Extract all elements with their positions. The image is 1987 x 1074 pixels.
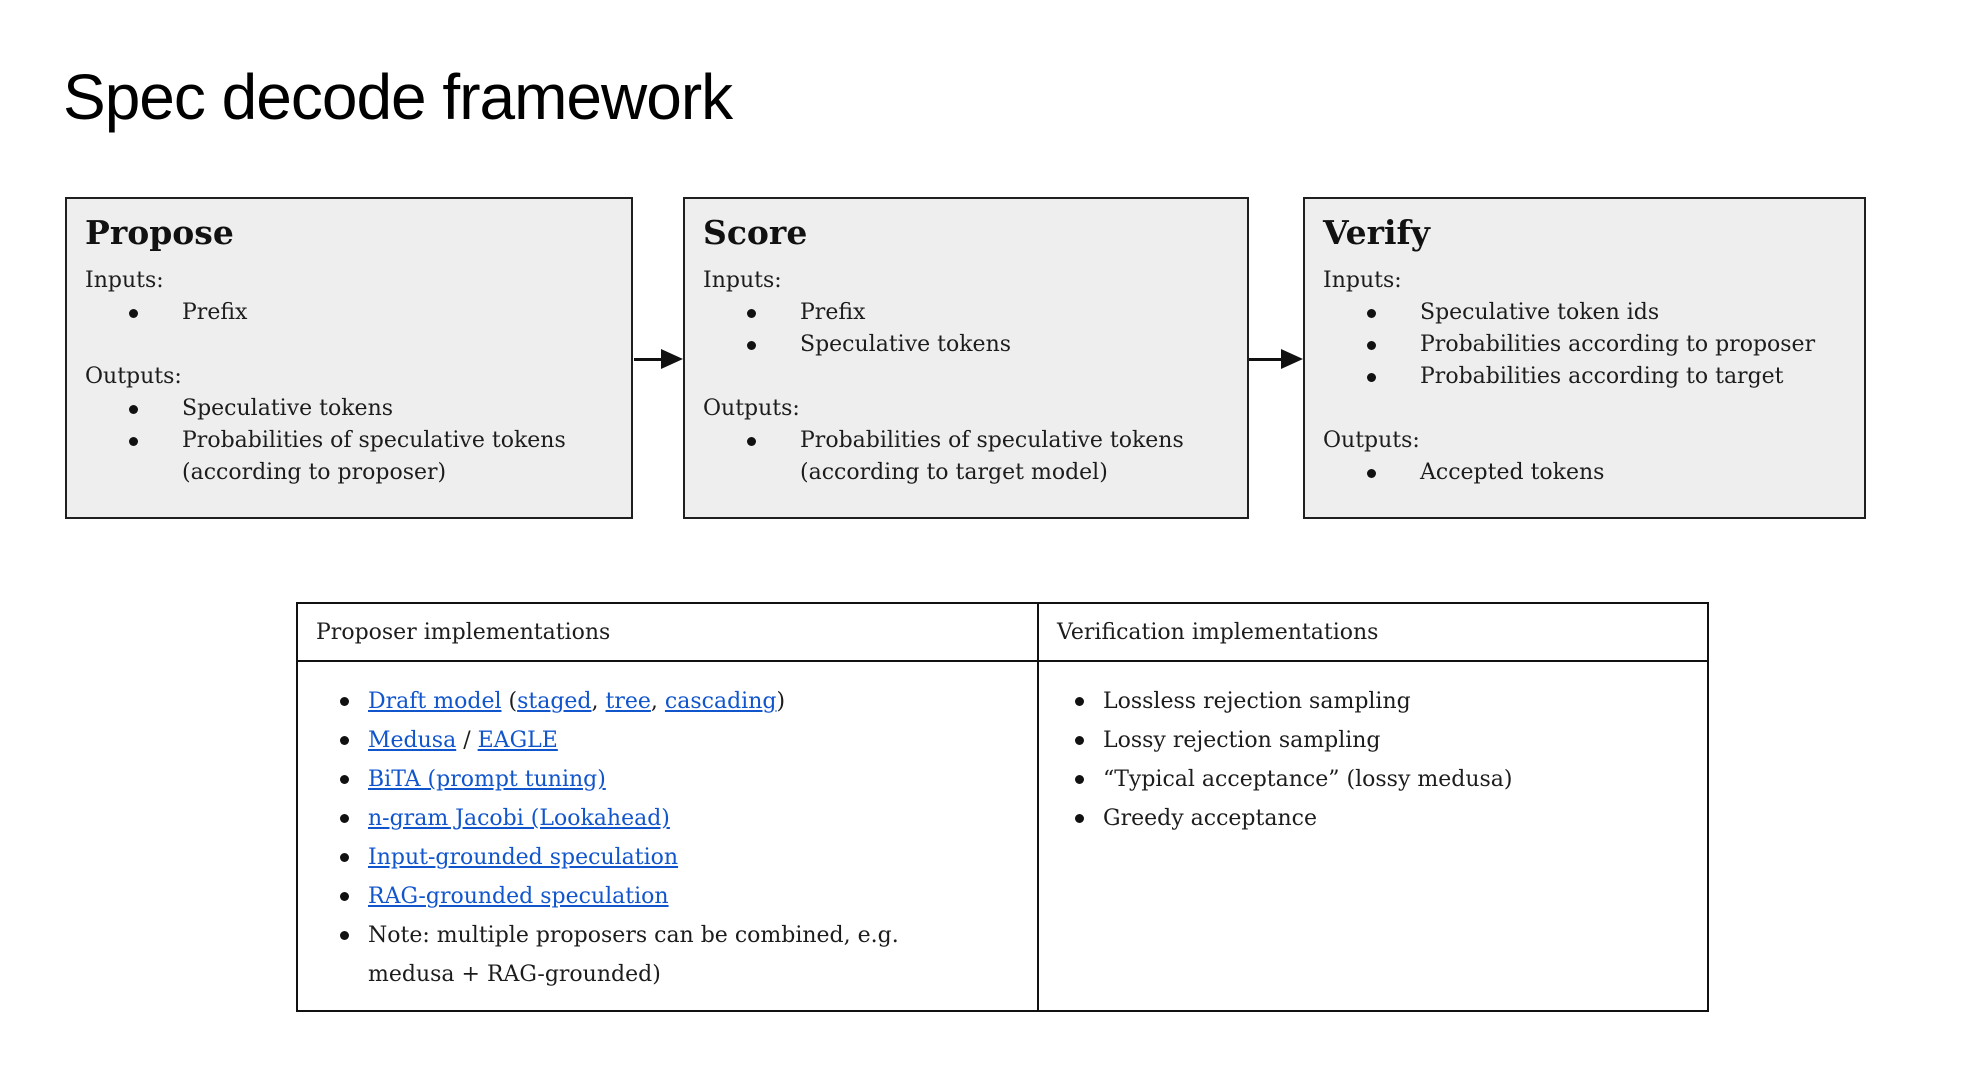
verify-heading: Verify xyxy=(1323,213,1430,252)
list-item: Greedy acceptance xyxy=(1039,799,1699,838)
link-input-grounded-speculation[interactable]: Input-grounded speculation xyxy=(368,845,679,870)
propose-outputs-label: Outputs: xyxy=(85,364,182,389)
text-segment: Speculative tokens xyxy=(182,396,394,421)
list-item: Input-grounded speculation xyxy=(298,838,1029,877)
text-segment: Greedy acceptance xyxy=(1103,806,1317,831)
score-inputs-label: Inputs: xyxy=(703,268,782,293)
arrow-right-icon xyxy=(1281,349,1303,369)
link-staged[interactable]: staged xyxy=(517,689,592,714)
propose-box: Propose Inputs: Prefix Outputs: Speculat… xyxy=(65,197,633,519)
text-segment: Probabilities according to proposer xyxy=(1420,332,1816,357)
arrow-right-icon xyxy=(661,349,683,369)
arrow-shaft xyxy=(634,357,661,361)
proposer-implementations-cell: Draft model (staged, tree, cascading)Med… xyxy=(298,662,1037,1010)
list-item: Probabilities of speculative tokens (acco… xyxy=(85,425,615,489)
list-item: n-gram Jacobi (Lookahead) xyxy=(298,799,1029,838)
list-item: Speculative token ids xyxy=(1323,297,1848,329)
text-segment: Lossy rejection sampling xyxy=(1103,728,1381,753)
link-n-gram-jacobi-lookahead[interactable]: n-gram Jacobi (Lookahead) xyxy=(368,806,670,831)
score-outputs-list: Probabilities of speculative tokens (acco… xyxy=(703,425,1231,489)
propose-inputs-label: Inputs: xyxy=(85,268,164,293)
link-draft-model[interactable]: Draft model xyxy=(368,689,502,714)
text-segment: medusa + RAG-grounded) xyxy=(368,962,661,987)
list-item: Prefix xyxy=(85,297,615,329)
list-item: RAG-grounded speculation xyxy=(298,877,1029,916)
text-segment: ( xyxy=(501,689,518,714)
list-item: Probabilities according to proposer xyxy=(1323,329,1848,361)
text-segment: Probabilities according to target xyxy=(1420,364,1784,389)
text-segment: Prefix xyxy=(800,300,866,325)
score-outputs-label: Outputs: xyxy=(703,396,800,421)
text-segment: ) xyxy=(776,689,786,714)
proposer-list: Draft model (staged, tree, cascading)Med… xyxy=(298,682,1029,994)
text-segment: Lossless rejection sampling xyxy=(1103,689,1411,714)
list-item: Note: multiple proposers can be combined… xyxy=(298,916,1029,994)
link-rag-grounded-speculation[interactable]: RAG-grounded speculation xyxy=(368,884,669,909)
text-segment: Speculative token ids xyxy=(1420,300,1660,325)
text-segment: Accepted tokens xyxy=(1420,460,1605,485)
list-item: BiTA (prompt tuning) xyxy=(298,760,1029,799)
list-item: Medusa / EAGLE xyxy=(298,721,1029,760)
propose-inputs-list: Prefix xyxy=(85,297,615,329)
list-item: Speculative tokens xyxy=(85,393,615,425)
list-item: Probabilities according to target xyxy=(1323,361,1848,393)
arrow-score-to-verify xyxy=(1249,349,1303,369)
implementations-table: Proposer implementations Verification im… xyxy=(296,602,1709,1012)
text-segment: Speculative tokens xyxy=(800,332,1012,357)
text-segment: , xyxy=(650,689,665,714)
text-segment: “Typical acceptance” (lossy medusa) xyxy=(1103,767,1513,792)
verify-inputs-label: Inputs: xyxy=(1323,268,1402,293)
text-segment: Probabilities of speculative tokens xyxy=(800,428,1184,453)
propose-heading: Propose xyxy=(85,213,234,252)
list-item: Speculative tokens xyxy=(703,329,1231,361)
list-item: Prefix xyxy=(703,297,1231,329)
text-segment: , xyxy=(591,689,606,714)
arrow-propose-to-score xyxy=(634,349,683,369)
list-item: Lossless rejection sampling xyxy=(1039,682,1699,721)
arrow-shaft xyxy=(1249,357,1281,361)
verify-outputs-label: Outputs: xyxy=(1323,428,1420,453)
text-segment: / xyxy=(456,728,478,753)
verification-implementations-header: Verification implementations xyxy=(1037,604,1707,662)
text-segment: Note: multiple proposers can be combined… xyxy=(368,923,899,948)
list-item: “Typical acceptance” (lossy medusa) xyxy=(1039,760,1699,799)
link-medusa[interactable]: Medusa xyxy=(368,728,457,753)
text-segment: Probabilities of speculative tokens xyxy=(182,428,566,453)
list-item: Lossy rejection sampling xyxy=(1039,721,1699,760)
link-bita-prompt-tuning[interactable]: BiTA (prompt tuning) xyxy=(368,767,606,792)
link-tree[interactable]: tree xyxy=(605,689,651,714)
list-item: Accepted tokens xyxy=(1323,457,1848,489)
link-eagle[interactable]: EAGLE xyxy=(477,728,558,753)
list-item: Probabilities of speculative tokens (acco… xyxy=(703,425,1231,489)
score-heading: Score xyxy=(703,213,808,252)
proposer-implementations-header: Proposer implementations xyxy=(298,604,1037,662)
text-segment: (according to target model) xyxy=(800,460,1108,485)
link-cascading[interactable]: cascading xyxy=(664,689,777,714)
verify-outputs-list: Accepted tokens xyxy=(1323,457,1848,489)
text-segment: (according to proposer) xyxy=(182,460,447,485)
page-title: Spec decode framework xyxy=(63,61,733,133)
text-segment: Prefix xyxy=(182,300,248,325)
list-item: Draft model (staged, tree, cascading) xyxy=(298,682,1029,721)
